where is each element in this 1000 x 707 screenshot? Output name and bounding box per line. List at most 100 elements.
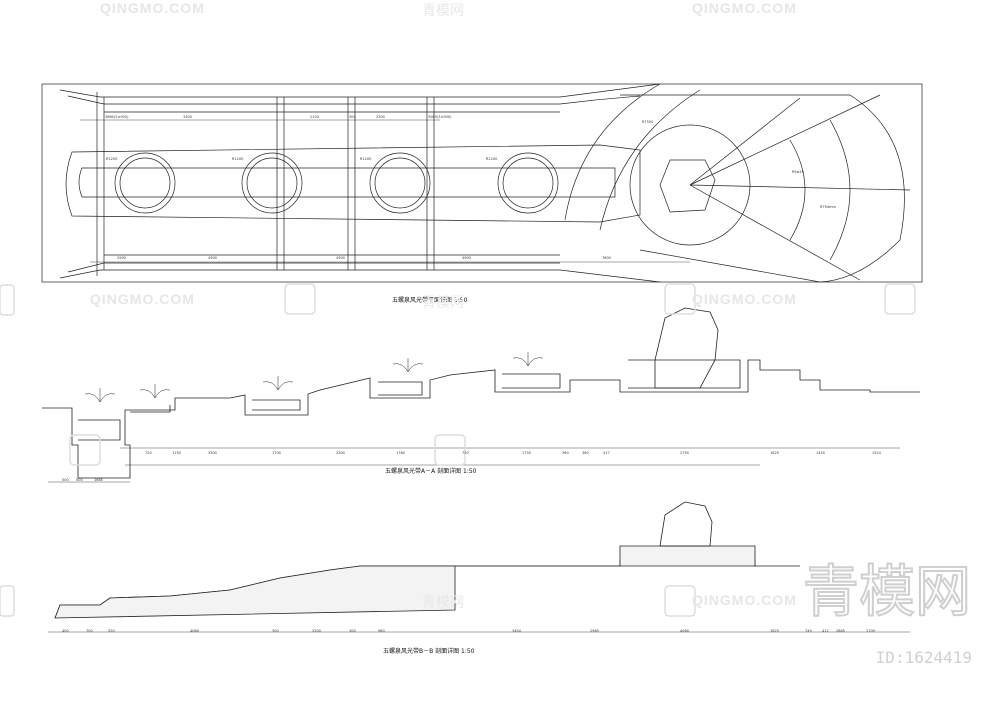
watermark-logo bbox=[884, 283, 916, 315]
fountain-splash bbox=[262, 376, 294, 391]
plan-basin bbox=[241, 152, 303, 214]
plan-basin-label: R1200 bbox=[360, 157, 372, 161]
watermark-logo bbox=[664, 283, 696, 315]
section-a-dim-label: 417 bbox=[603, 451, 610, 455]
plan-walkway-outer bbox=[59, 83, 661, 98]
plan-dim-label: 300 bbox=[349, 115, 356, 119]
plan-dim-label: 2300 bbox=[376, 115, 385, 119]
watermark-logo bbox=[664, 585, 696, 617]
plan-plaza-arc2 bbox=[599, 89, 701, 231]
brand-logo-text: 青模网 bbox=[803, 560, 971, 625]
section-b-dim-label: 3454 bbox=[512, 629, 521, 633]
section-b-rock bbox=[659, 501, 713, 547]
section-a-title: 五螺泉风光带A－A 剖面详图 1:50 bbox=[385, 468, 477, 475]
section-a-dim-label: 1760 bbox=[396, 451, 405, 455]
section-a-left-dim: 1685 bbox=[94, 478, 103, 482]
watermark-logo bbox=[434, 434, 466, 466]
watermark-cn: 青模网 bbox=[422, 3, 464, 19]
plan-basin-label: R1200 bbox=[486, 157, 498, 161]
section-b-dim-label: 980 bbox=[378, 629, 385, 633]
section-a-inner bbox=[78, 359, 741, 441]
fountain-splash bbox=[84, 388, 116, 403]
plan-plaza-arc bbox=[564, 83, 661, 221]
section-b-dim-label: 1709 bbox=[866, 629, 875, 633]
section-a-dim-label: 1524 bbox=[872, 451, 881, 455]
plan-rock-platform bbox=[629, 124, 751, 246]
plan-radial bbox=[689, 94, 881, 186]
section-b-dim-label: 400 bbox=[62, 629, 69, 633]
section-b-dim-label: 700 bbox=[86, 629, 93, 633]
watermark-text: QINGMO.COM bbox=[692, 291, 797, 307]
section-b-rubble bbox=[54, 565, 456, 619]
plan-walkway-bottom bbox=[59, 269, 661, 283]
fountain-splash bbox=[392, 358, 424, 373]
section-b-dim-label: 300 bbox=[349, 629, 356, 633]
plan-dim-label: 3080(3×900) bbox=[428, 115, 452, 119]
plan-dim-label: 4900 bbox=[208, 256, 217, 260]
plan-misc-label: R5w10 bbox=[792, 170, 804, 174]
plan-walkway-inner bbox=[67, 95, 641, 105]
plan-radial bbox=[689, 97, 801, 186]
watermark-cn: 青模网 bbox=[422, 295, 464, 311]
plan-basin-label: R1200 bbox=[106, 157, 118, 161]
plan-view bbox=[41, 83, 923, 283]
section-b-dim-label: 412 bbox=[822, 629, 829, 633]
watermark-text: QINGMO.COM bbox=[90, 291, 195, 307]
plan-fan-arc bbox=[829, 119, 851, 261]
watermark-logo bbox=[284, 283, 316, 315]
section-b-dim-label: 4060 bbox=[680, 629, 689, 633]
plan-basin bbox=[369, 152, 431, 214]
section-a-left-dim: 500 bbox=[76, 478, 83, 482]
watermark-logo bbox=[0, 284, 15, 316]
brand-logo: 青模网 bbox=[802, 559, 972, 625]
section-a-left-dim: 500 bbox=[62, 478, 69, 482]
image-id-label: ID:1624419 bbox=[875, 648, 972, 667]
plan-dim-label: 7600 bbox=[602, 256, 611, 260]
plan-basin bbox=[114, 152, 176, 214]
section-b-dim-label: 749 bbox=[805, 629, 812, 633]
section-b-dim-label: 2885 bbox=[836, 629, 845, 633]
section-a-profile bbox=[42, 359, 920, 479]
plan-plaza-fan bbox=[620, 94, 905, 283]
section-a-dim-label: 1625 bbox=[770, 451, 779, 455]
plan-title: 五螺泉风光带平面详图 1:50 bbox=[392, 297, 468, 304]
plan-dim-label: 2100 bbox=[310, 115, 319, 119]
plan-frame bbox=[41, 83, 923, 283]
watermark-text: QINGMO.COM bbox=[100, 0, 205, 16]
section-b-title: 五螺泉风光带B－B 剖面详图 1:50 bbox=[383, 648, 475, 655]
watermark-text: QINGMO.COM bbox=[692, 592, 797, 608]
plan-channel-inner bbox=[78, 167, 616, 198]
plan-dim-label: 2900 bbox=[117, 256, 126, 260]
plan-fan-arc bbox=[789, 139, 806, 241]
plan-dim-label: 3680(3×900) bbox=[105, 115, 129, 119]
section-b-dim-label: 300 bbox=[272, 629, 279, 633]
plan-channel-outer bbox=[65, 144, 641, 223]
section-b-view bbox=[48, 501, 910, 633]
plan-dim-label: 4900 bbox=[336, 256, 345, 260]
fountain-splash bbox=[139, 384, 171, 399]
section-a-dim-label: 360 bbox=[562, 451, 569, 455]
plan-misc-label: R794mm bbox=[820, 205, 836, 209]
plan-radial bbox=[689, 184, 861, 281]
section-a-dim-label: 1700 bbox=[272, 451, 281, 455]
section-b-dim-label: 520 bbox=[108, 629, 115, 633]
section-a-dim-label: 360 bbox=[582, 451, 589, 455]
plan-misc-label: R7500 bbox=[642, 120, 654, 124]
fountain-splash bbox=[512, 352, 544, 367]
section-a-dim-label: 720 bbox=[145, 451, 152, 455]
watermark-logo bbox=[69, 434, 101, 466]
plan-basin-inner bbox=[119, 157, 171, 209]
section-a-dim-label: 720 bbox=[462, 451, 469, 455]
section-a-dim-label: 1450 bbox=[816, 451, 825, 455]
watermark-logos bbox=[0, 283, 916, 617]
section-a-dim-label: 3300 bbox=[208, 451, 217, 455]
plan-dim-label: 3400 bbox=[183, 115, 192, 119]
plan-basin-label: R1200 bbox=[232, 157, 244, 161]
plan-radial bbox=[689, 184, 911, 191]
section-a-dim-label: 2300 bbox=[336, 451, 345, 455]
plan-dim-label: 4900 bbox=[462, 256, 471, 260]
plan-basin-inner bbox=[374, 157, 426, 209]
plan-basin-inner bbox=[502, 157, 554, 209]
section-a-dim-label: 1150 bbox=[172, 451, 181, 455]
watermark-logo bbox=[0, 585, 15, 617]
